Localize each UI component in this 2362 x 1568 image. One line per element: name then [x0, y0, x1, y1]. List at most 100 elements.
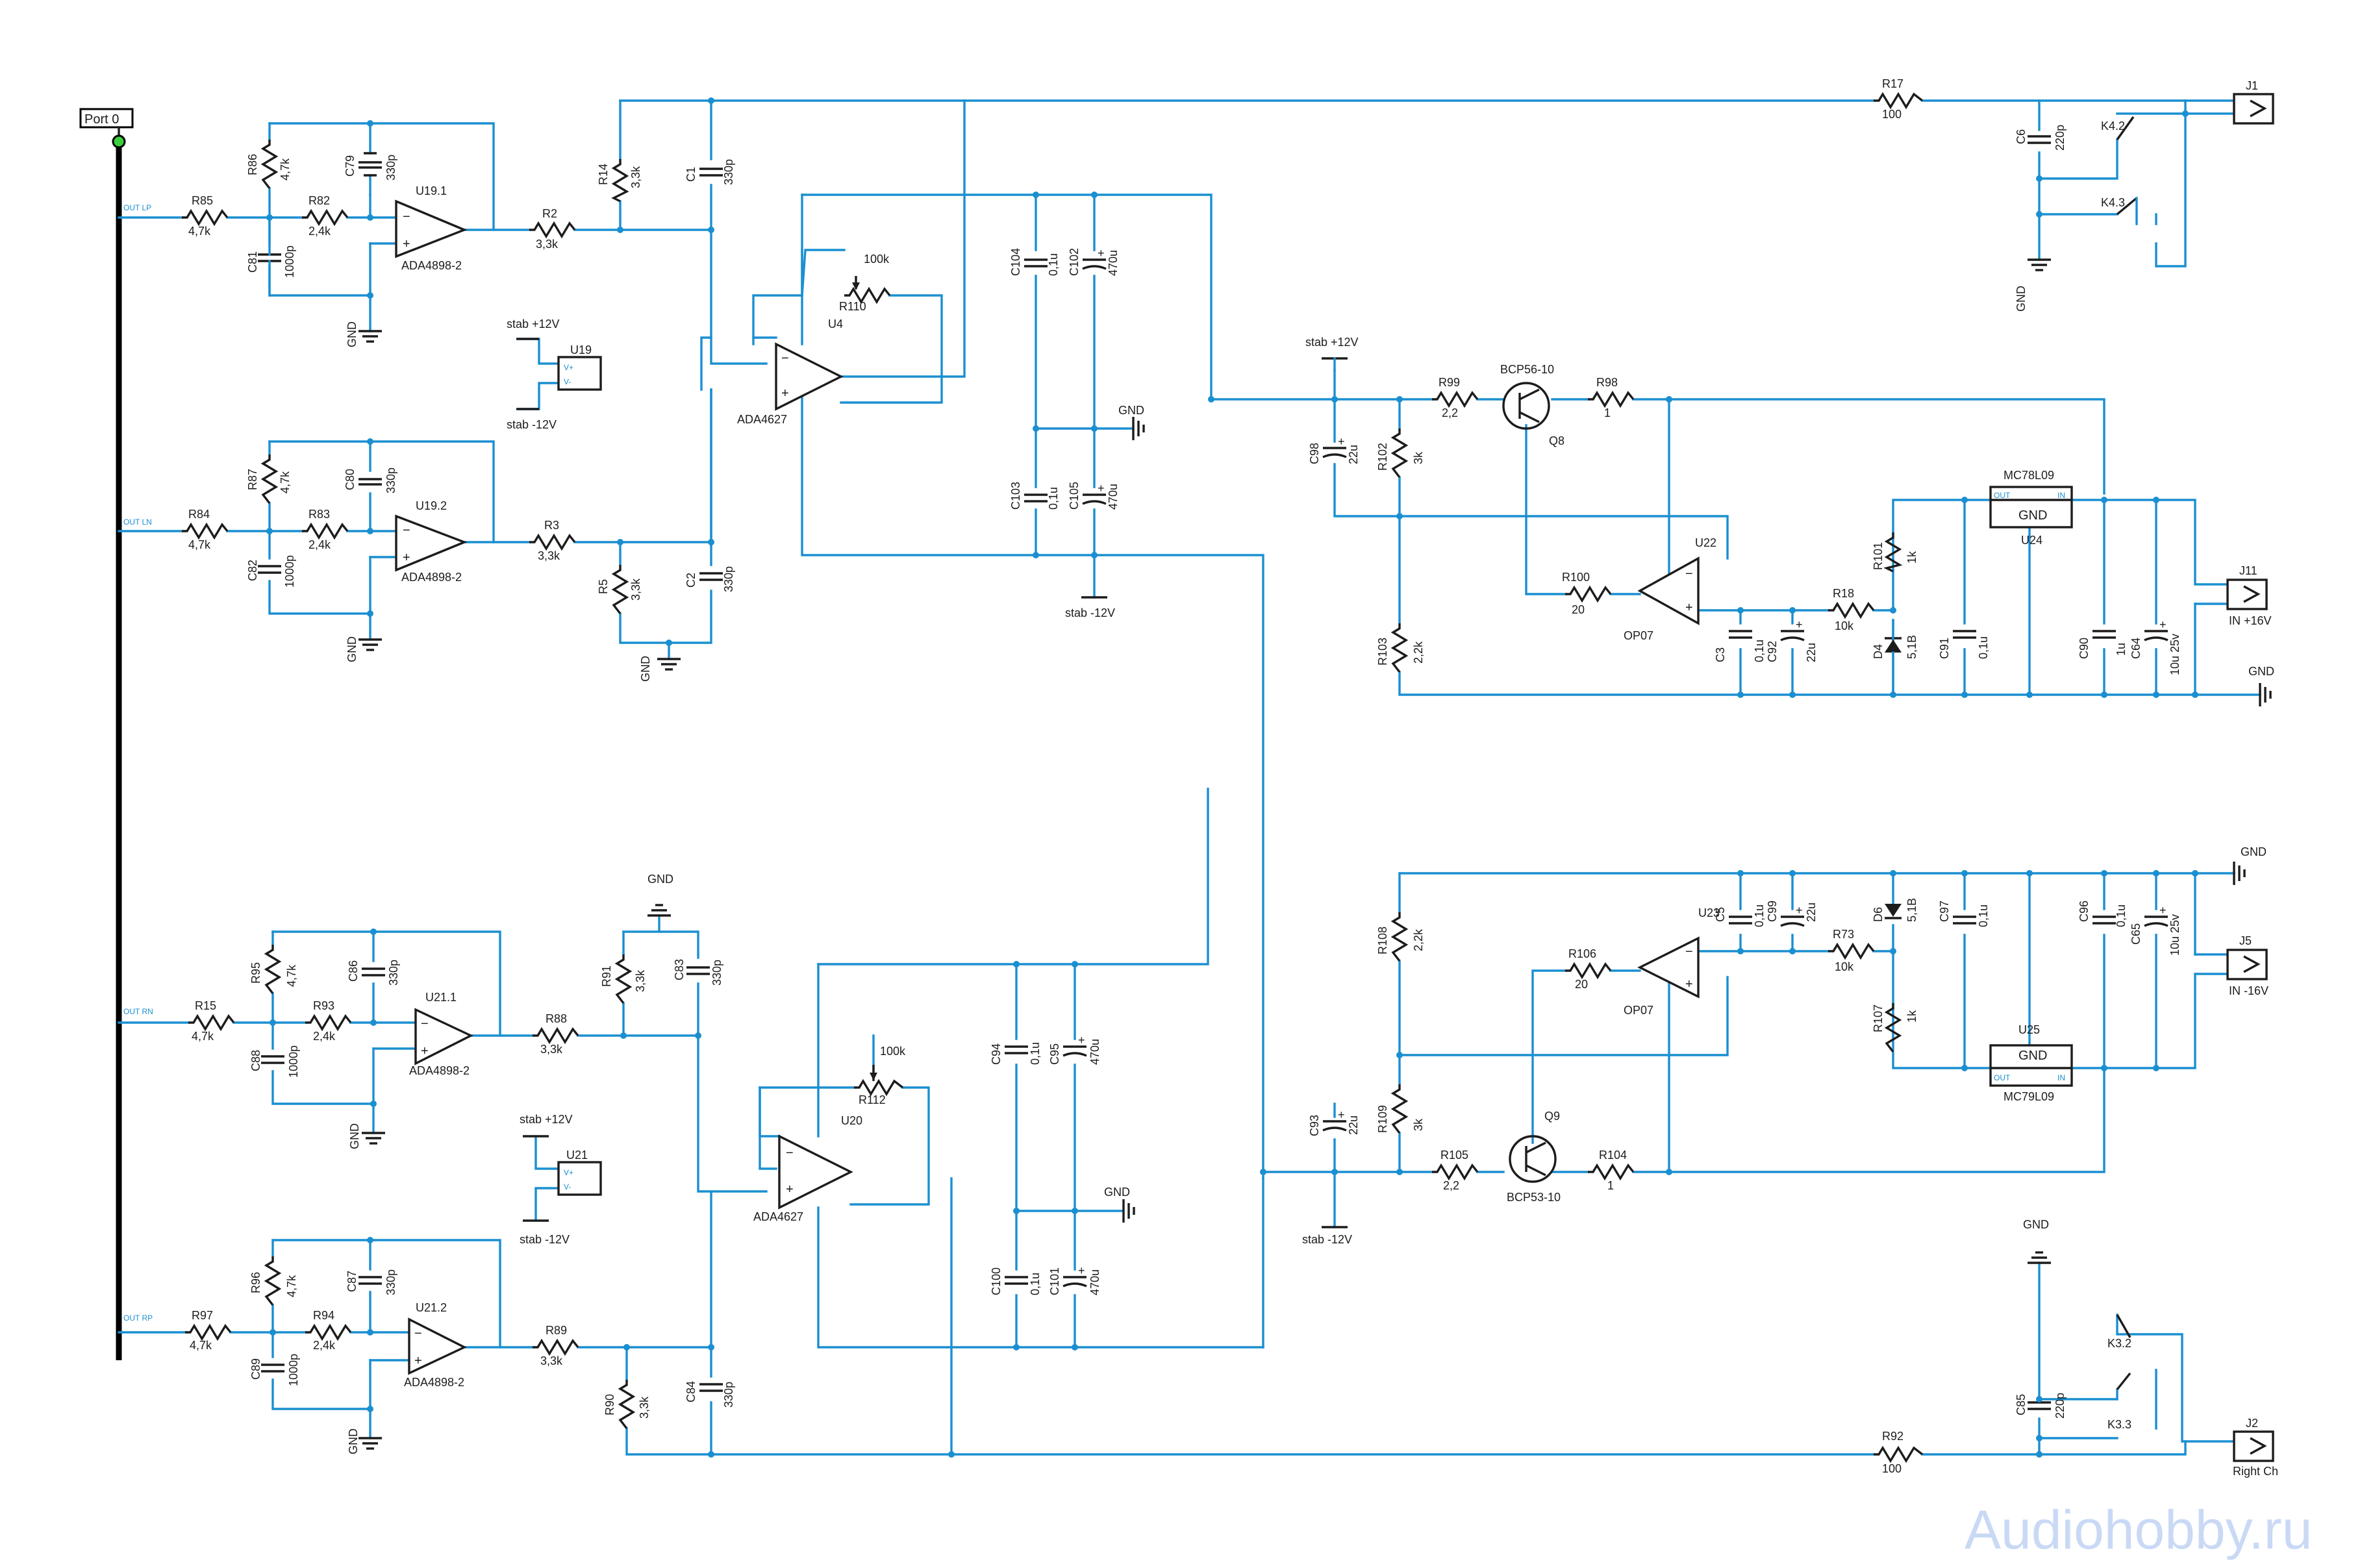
opamp-U23[interactable]: −+ [1637, 936, 1700, 999]
resistor-R99[interactable] [1432, 390, 1479, 408]
resistor-R89[interactable] [533, 1338, 579, 1356]
resistor-R106[interactable] [1565, 962, 1612, 980]
resistor-R93[interactable] [305, 1014, 352, 1032]
resistor-R15[interactable] [188, 1014, 235, 1032]
resistor-R87[interactable] [260, 454, 279, 504]
capacitor-C5[interactable] [1729, 915, 1752, 925]
label: 1000p [287, 1045, 300, 1078]
relay-contact-K4-2[interactable] [2116, 116, 2135, 140]
capacitor-C82[interactable] [258, 565, 281, 574]
resistor-R14[interactable] [611, 159, 629, 203]
opamp-U19-2[interactable]: −+ [395, 514, 468, 572]
capacitor-C85[interactable] [2028, 1401, 2051, 1410]
diode-D4[interactable] [1885, 619, 1902, 696]
resistor-R83[interactable] [302, 522, 349, 540]
capacitor-C80[interactable] [358, 478, 382, 486]
capacitor-C3[interactable] [1729, 630, 1752, 639]
resistor-R2[interactable] [529, 221, 576, 239]
label: R93 [313, 999, 334, 1012]
capacitor-C97[interactable] [1953, 915, 1976, 925]
capacitor-C84[interactable] [699, 1383, 723, 1392]
capacitor-C90[interactable] [2092, 630, 2116, 639]
resistor-R96[interactable] [264, 1256, 282, 1306]
capacitor-C64[interactable]: + [2144, 618, 2168, 641]
resistor-R90[interactable] [618, 1380, 636, 1430]
regulator-U24[interactable] [1989, 486, 2073, 529]
capacitor-C65[interactable]: + [2144, 904, 2168, 927]
resistor-R98[interactable] [1588, 390, 1635, 408]
resistor-R85[interactable] [182, 208, 229, 227]
connector-J11[interactable] [2226, 579, 2268, 610]
resistor-R110[interactable] [844, 276, 891, 305]
opamp-U19-1[interactable]: −+ [395, 199, 468, 258]
capacitor-C2[interactable] [699, 572, 723, 581]
resistor-R112[interactable] [854, 1065, 904, 1097]
capacitor-C89[interactable] [261, 1363, 284, 1373]
relay-contact-K3-2[interactable] [2116, 1314, 2131, 1338]
connector-J2[interactable] [2233, 1430, 2274, 1462]
opamp-U22[interactable]: −+ [1637, 556, 1700, 625]
resistor-R91[interactable] [614, 954, 633, 1004]
connector-J1[interactable] [2233, 93, 2274, 125]
supply-box-U21[interactable] [557, 1161, 602, 1196]
supply-box-U19[interactable] [557, 356, 602, 391]
diode-D6[interactable] [1885, 904, 1902, 919]
resistor-R101[interactable] [1883, 532, 1903, 573]
resistor-R3[interactable] [529, 533, 576, 551]
resistor-R102[interactable] [1390, 429, 1409, 479]
port-label-box[interactable] [79, 108, 134, 129]
resistor-R95[interactable] [264, 945, 282, 995]
capacitor-C102[interactable]: + [1082, 247, 1107, 270]
resistor-R107[interactable] [1884, 1003, 1902, 1053]
opamp-U21-1[interactable]: −+ [414, 1008, 473, 1065]
resistor-R108[interactable] [1390, 912, 1409, 962]
capacitor-C96[interactable] [2092, 915, 2116, 925]
capacitor-C91[interactable] [1953, 630, 1976, 639]
resistor-R82[interactable] [302, 208, 349, 227]
resistor-R84[interactable] [182, 522, 229, 540]
capacitor-C92[interactable]: + [1780, 618, 1805, 641]
capacitor-C88[interactable] [261, 1055, 284, 1064]
resistor-R100[interactable] [1565, 585, 1612, 603]
capacitor-C6[interactable] [2028, 135, 2051, 144]
resistor-R73[interactable] [1828, 942, 1875, 960]
capacitor-C95[interactable]: + [1062, 1034, 1087, 1057]
resistor-R92[interactable] [1874, 1445, 1924, 1463]
opamp-U21-2[interactable]: −+ [408, 1317, 467, 1375]
capacitor-C105[interactable]: + [1082, 482, 1107, 505]
resistor-R104[interactable] [1588, 1163, 1635, 1181]
capacitor-C81[interactable] [258, 216, 281, 297]
transistor-Q9[interactable] [1509, 1135, 1557, 1183]
capacitor-C104[interactable] [1024, 258, 1048, 268]
transistor-Q8[interactable] [1502, 382, 1550, 430]
relay-contact-K3-3[interactable] [2116, 1372, 2131, 1391]
resistor-R86[interactable] [260, 140, 279, 190]
resistor-R18[interactable] [1828, 601, 1875, 619]
resistor-R109[interactable] [1390, 1084, 1409, 1134]
relay-contact-K4-3[interactable] [2116, 197, 2138, 225]
resistor-R17[interactable] [1874, 92, 1924, 110]
capacitor-C94[interactable] [1005, 1045, 1028, 1054]
opamp-U20[interactable]: −+ [778, 1134, 853, 1210]
capacitor-C79[interactable] [358, 152, 382, 177]
capacitor-C1[interactable] [699, 168, 723, 177]
capacitor-C98[interactable]: + [1322, 435, 1347, 458]
capacitor-C87[interactable] [358, 1276, 382, 1285]
resistor-R94[interactable] [305, 1323, 352, 1341]
opamp-U4[interactable]: −+ [775, 342, 844, 411]
capacitor-C83[interactable] [686, 966, 710, 975]
connector-J5[interactable] [2226, 949, 2268, 980]
resistor-R103[interactable] [1390, 623, 1409, 673]
resistor-R5[interactable] [611, 565, 629, 615]
capacitor-C101[interactable]: + [1062, 1264, 1087, 1288]
resistor-R88[interactable] [533, 1027, 579, 1045]
regulator-U25[interactable] [1989, 1044, 2073, 1087]
capacitor-C86[interactable] [362, 967, 385, 977]
resistor-R105[interactable] [1432, 1163, 1479, 1181]
capacitor-C99[interactable]: + [1780, 904, 1805, 927]
capacitor-C100[interactable] [1005, 1276, 1028, 1285]
port-connector-icon[interactable] [112, 134, 126, 149]
capacitor-C103[interactable] [1024, 493, 1048, 503]
capacitor-C93[interactable]: + [1322, 1108, 1347, 1132]
resistor-R97[interactable] [185, 1323, 232, 1341]
